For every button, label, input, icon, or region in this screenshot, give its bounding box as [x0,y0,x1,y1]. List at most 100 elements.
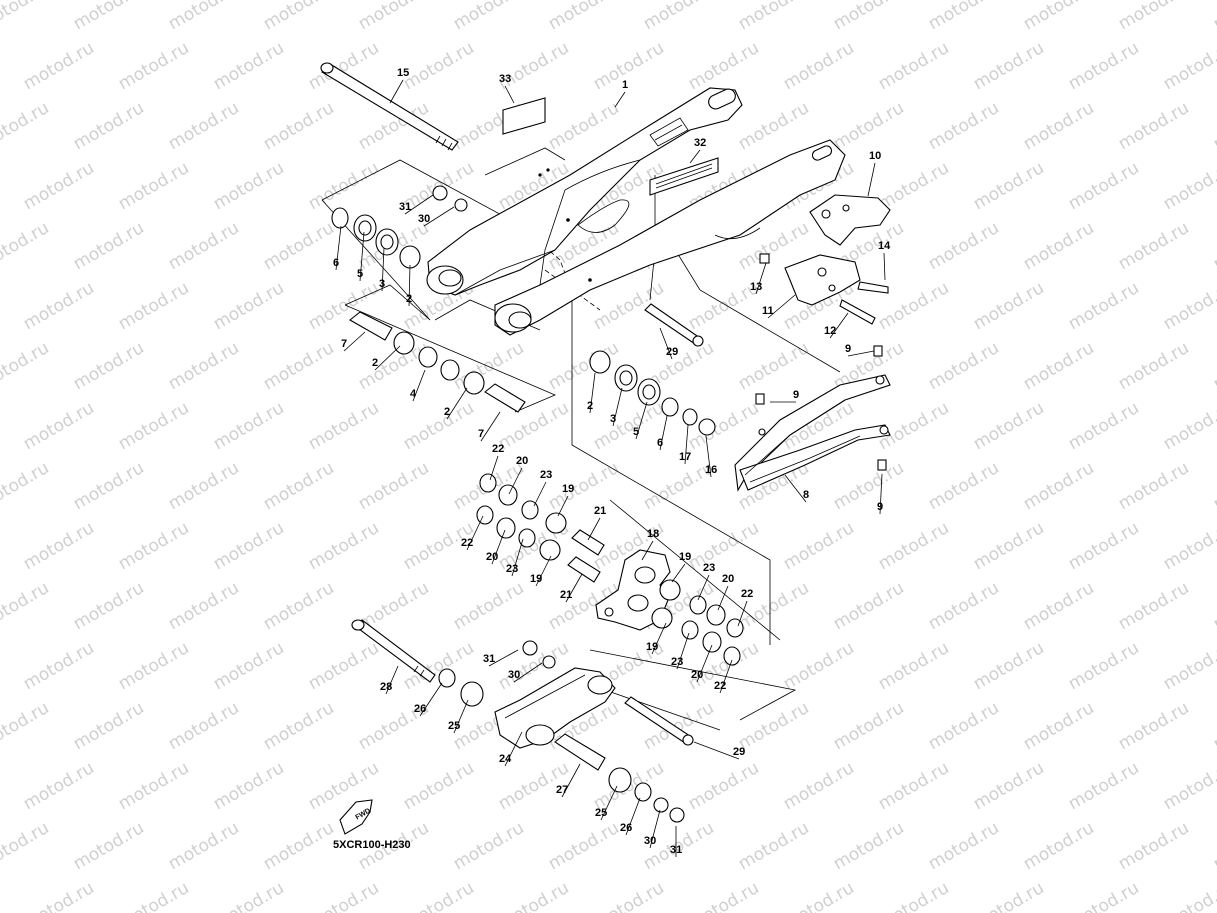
watermark-text: motod.ru [735,818,813,874]
leader-line-c25a [453,699,469,734]
watermark-text: motod.ru [305,158,383,214]
leader-line-c20b [491,529,506,565]
leader-line-c1 [614,91,626,108]
leader-line-c6a [335,225,342,271]
leader-line-c26b [625,797,641,836]
callout-c7b: 7 [478,428,484,440]
watermark-text: motod.ru [355,338,433,394]
watermark-text: motod.ru [115,398,193,454]
watermark-text: motod.ru [115,758,193,814]
watermark-text: motod.ru [685,398,763,454]
leader-line-c23d [676,632,690,670]
watermark-text: motod.ru [925,458,1003,514]
watermark-text: motod.ru [115,278,193,334]
watermark-text: motod.ru [1020,218,1098,274]
watermark-text: motod.ru [1020,578,1098,634]
callout-c31b: 31 [483,653,495,665]
watermark-text: motod.ru [1115,218,1193,274]
diagram-code: 5XCR100-H230 [333,839,411,851]
callout-c10: 10 [869,150,881,162]
leader-line-c6b [659,415,668,451]
watermark-text: motod.ru [0,458,53,514]
leader-line-c3b [612,387,623,427]
watermark-text: motod.ru [590,278,668,334]
watermark-text: motod.ru [1065,278,1143,334]
watermark-text: motod.ru [875,518,953,574]
watermark-text: motod.ru [165,218,243,274]
watermark-text: motod.ru [165,458,243,514]
callout-c3a: 3 [379,278,385,290]
leader-line-c19c [671,563,686,583]
watermark-text: motod.ru [1160,518,1217,574]
leader-line-c28 [385,665,399,695]
callout-c23d: 23 [671,656,683,668]
watermark-text: motod.ru [925,98,1003,154]
callout-c25a: 25 [448,720,460,732]
watermark-text: motod.ru [210,158,288,214]
watermark-text: motod.ru [1210,98,1217,154]
callout-c13: 13 [750,281,762,293]
leader-line-c32 [689,149,701,164]
callout-c22c: 22 [741,588,753,600]
watermark-text: motod.ru [685,38,763,94]
watermark-text: motod.ru [210,758,288,814]
leader-line-c21a [587,517,601,541]
watermark-text: motod.ru [495,398,573,454]
watermark-text: motod.ru [1210,0,1217,34]
leader-lines [335,79,886,857]
leader-line-c27 [561,763,581,798]
watermark-text: motod.ru [70,98,148,154]
watermark-text: motod.ru [970,278,1048,334]
watermark-text: motod.ru [780,38,858,94]
watermark-text: motod.ru [875,878,953,913]
watermark-text: motod.ru [305,638,383,694]
watermark-text: motod.ru [165,98,243,154]
callout-c27: 27 [556,784,568,796]
watermark-text: motod.ru [1065,398,1143,454]
watermark-text: motod.ru [0,698,53,754]
watermark-text: motod.ru [590,398,668,454]
watermark-text: motod.ru [830,98,908,154]
leader-line-c26a [419,682,443,717]
watermark-text: motod.ru [20,758,98,814]
watermark-text: motod.ru [210,638,288,694]
watermark-text: motod.ru [70,698,148,754]
watermark-text: motod.ru [210,878,288,913]
leader-line-c13 [755,262,767,295]
watermark-text: motod.ru [1020,98,1098,154]
watermark-text: motod.ru [1020,338,1098,394]
watermark-text: motod.ru [260,578,338,634]
watermark-text: motod.ru [260,218,338,274]
callout-c3b: 3 [610,413,616,425]
watermark-text: motod.ru [925,578,1003,634]
leader-line-c12 [829,312,849,339]
callout-c20b: 20 [486,551,498,563]
watermark-text: motod.ru [1020,698,1098,754]
leader-line-c31b [488,649,519,667]
swingarm [426,87,846,336]
watermark-text: motod.ru [780,518,858,574]
watermark-text: motod.ru [1160,158,1217,214]
callout-c20d: 20 [691,669,703,681]
callout-c18: 18 [647,528,659,540]
pivot-shaft [320,62,459,151]
watermark-text: motod.ru [20,278,98,334]
watermark-text: motod.ru [0,218,53,274]
watermark-text: motod.ru [165,698,243,754]
leader-line-c30a [423,206,455,227]
leader-line-c15 [389,79,404,104]
watermark-text: motod.ru [20,518,98,574]
watermark-text: motod.ru [925,218,1003,274]
callout-c17: 17 [679,451,691,463]
leader-line-c16 [705,435,712,478]
watermark-text: motod.ru [830,698,908,754]
callout-c6b: 6 [657,437,663,449]
watermark-text: motod.ru [165,338,243,394]
watermark-text: motod.ru [260,818,338,874]
callout-c19d: 19 [646,641,658,653]
watermark-text: motod.ru [1210,578,1217,634]
watermark-text: motod.ru [70,0,148,34]
watermark-text: motod.ru [20,398,98,454]
watermark-text: motod.ru [970,518,1048,574]
